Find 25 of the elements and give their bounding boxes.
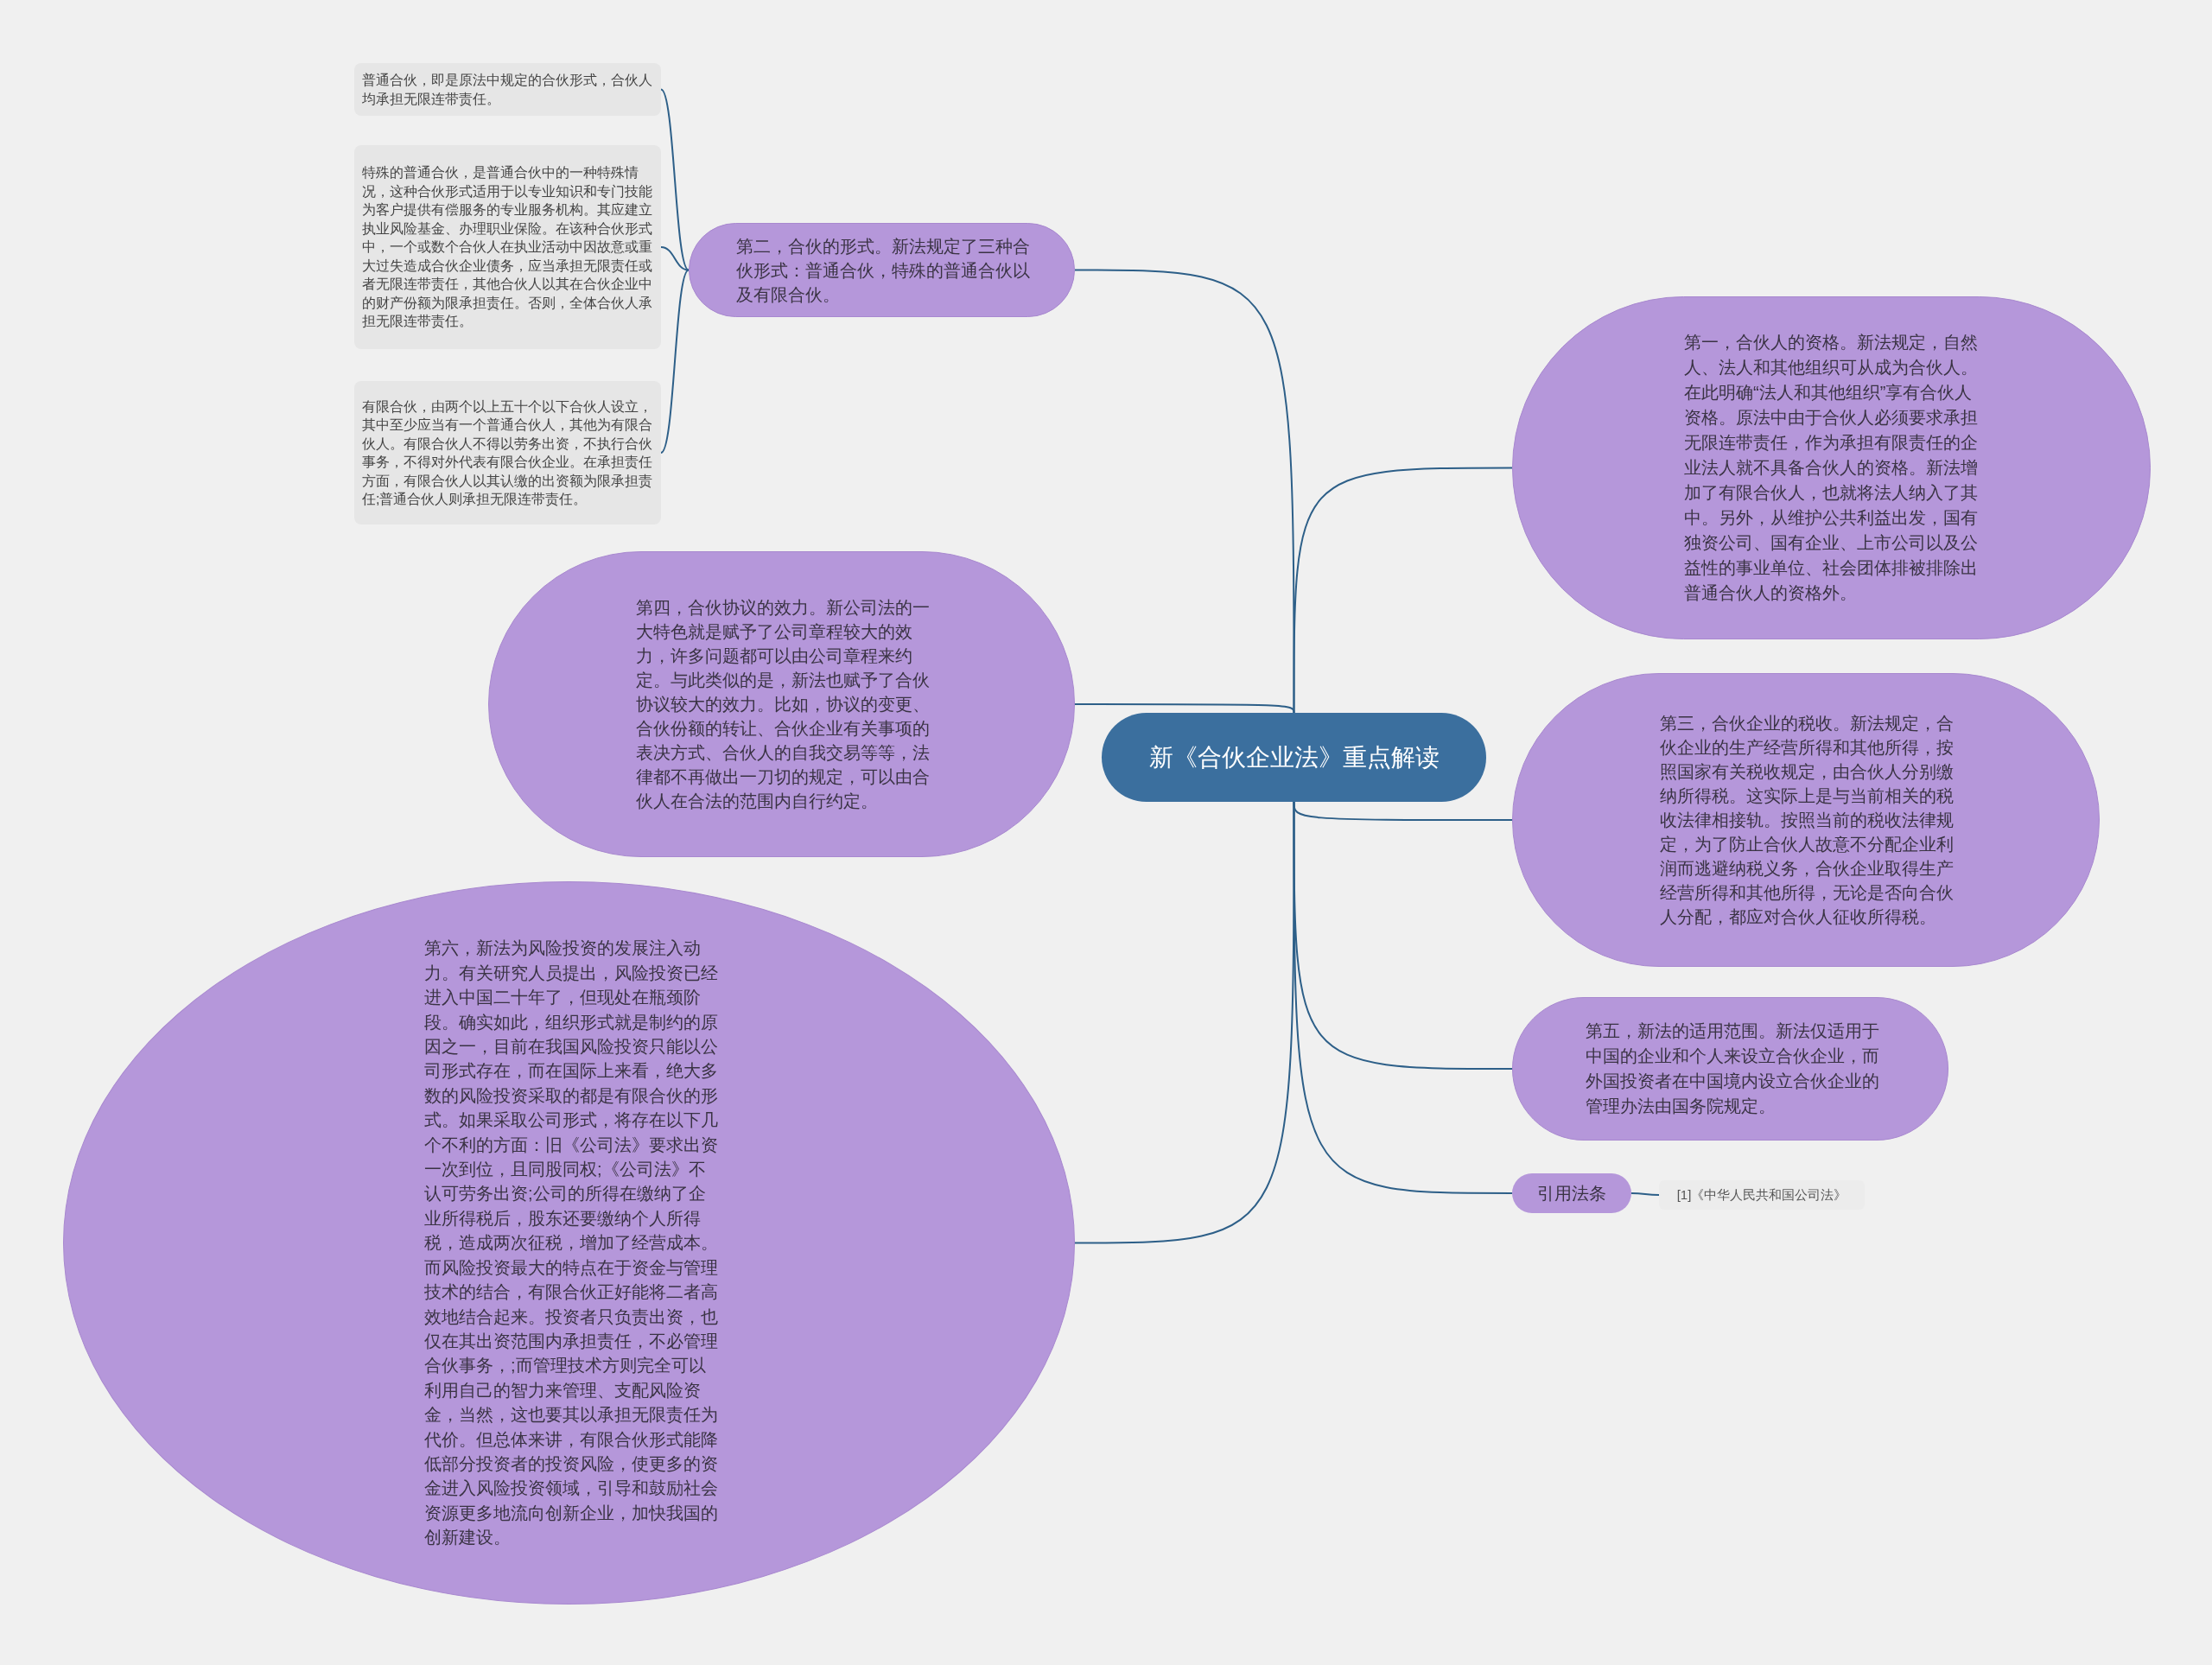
topic-text: 第六，新法为风险投资的发展注入动力。有关研究人员提出，风险投资已经进入中国二十年了，但现处在瓶颈阶段。确实如此，组织形式就是制约的原因之一，目前在我国风险投资只能以公司形式存在，而在国际上来看，绝大多数的风险投资采取的都是有限合伙的形式。如果采取公司形式，将存在以下几个不利的方面：旧《公司法》要求出资一次到位，且同股同权;《公司法》不认可劳务出资;公司的所得在缴纳了企业所得税后，股东还要缴纳个人所得税，造成两次征税，增加了经营成本。而风险投资最大的特点在于资金与管理技术的结合，有限合伙正好能将二者高效地结合起来。投资者只负责出资，也仅在其出资范围内承担责任，不必管理合伙事务，;而管理技术方则完全可以利用自己的智力来管理、支配风险资金，当然，这也要其以承担无限责任为代价。但总体来讲，有限合伙形式能降低部分投资者的投资风险，使更多的资金进入风险投资领域，引导和鼓励社会资源更多地流向创新企业，加快我国的创新建设。	[424, 937, 719, 1549]
note-card	[354, 63, 661, 116]
topic-text: 第二，合伙的形式。新法规定了三种合伙形式：普通合伙，特殊的普通合伙以及有限合伙。	[736, 235, 1031, 306]
topic-text: 第五，新法的适用范围。新法仅适用于中国的企业和个人来设立合伙企业，而外国投资者在中国境内设立合伙企业的管理办法由国务院规定。	[1586, 1020, 1880, 1117]
topic-text: 普通合伙，即是原法中规定的合伙形式，合伙人均承担无限连带责任。	[362, 72, 653, 108]
connector-line	[660, 88, 690, 271]
connector-line	[1630, 1192, 1660, 1196]
topic-text: 第一，合伙人的资格。新法规定，自然人、法人和其他组织可从成为合伙人。在此明确“法人和其他组织”享有合伙人资格。原法中由于合伙人必须要求承担无限连带责任，作为承担有限责任的企业法人就不具备合伙人的资格。新法增加了有限合伙人，也就将法人纳入了其中。另外，从维护公共利益出发，国有独资公司、国有企业、上市公司以及公益性的事业单位、社会团体排被排除出普通合伙人的资格外。	[1684, 332, 1979, 604]
topic-text: [1]《中华人民共和国公司法》	[1675, 1186, 1848, 1204]
connector-line	[1293, 801, 1513, 1194]
topic-text: 有限合伙，由两个以上五十个以下合伙人设立，其中至少应当有一个普通合伙人，其他为有限合伙人。有限合伙人不得以劳务出资，不执行合伙事务，不得对外代表有限合伙企业。在承担责任方面，有限合伙人以其认缴的出资额为限承担责任;普通合伙人则承担无限连带责任。	[362, 397, 653, 508]
connector-line	[1074, 801, 1295, 1244]
topic-bubble	[1512, 1173, 1631, 1213]
connector-line	[660, 246, 690, 271]
connector-line	[1293, 467, 1513, 714]
topic-text: 第四，合伙协议的效力。新公司法的一大特色就是赋予了公司章程较大的效力，许多问题都可以由公司章程来约定。与此类似的是，新法也赋予了合伙协议较大的效力。比如，协议的变更、合伙份额的转让、合伙企业有关事项的表决方式、合伙人的自我交易等等，法律都不再做出一刀切的规定，可以由合伙人在合法的范围内自行约定。	[636, 597, 931, 812]
note-card	[354, 381, 661, 524]
note-card	[354, 145, 661, 349]
topic-title: 新《合伙企业法》重点解读	[1147, 742, 1440, 772]
connector-line	[660, 269, 690, 454]
topic-text: 第三，合伙企业的税收。新法规定，合伙企业的生产经营所得和其他所得，按照国家有关税收规定，由合伙人分别缴纳所得税。这实际上是与当前相关的税收法律相接轨。按照当前的税收法律规定，为了防止合伙人故意不分配企业利润而逃避纳税义务，合伙企业取得生产经营所得和其他所得，无论是否向合伙人分配，都应对合伙人征收所得税。	[1660, 713, 1955, 928]
connector-line	[1074, 703, 1295, 714]
reference-card	[1659, 1180, 1865, 1210]
topic-text: 特殊的普通合伙，是普通合伙中的一种特殊情况，这种合伙形式适用于以专业知识和专门技能为客户提供有偿服务的专业服务机构。其应建立执业风险基金、办理职业保险。在该种合伙形式中，一个或数个合伙人在执业活动中因故意或重大过失造成合伙企业债务，应当承担无限责任或者无限连带责任，其他合伙人以其在合伙企业中的财产份额为限承担责任。否则，全体合伙人承担无限连带责任。	[362, 164, 653, 331]
topic-text: 引用法条	[1536, 1183, 1607, 1204]
